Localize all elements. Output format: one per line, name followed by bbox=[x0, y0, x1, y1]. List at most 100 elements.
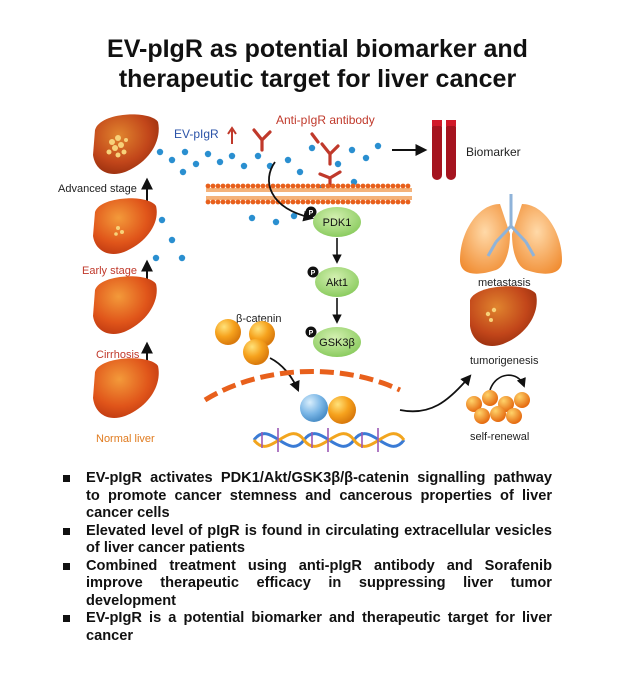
membrane-lipid-head bbox=[365, 183, 371, 189]
gsk3b-label: GSK3β bbox=[319, 337, 355, 349]
increase-arrow-icon bbox=[227, 126, 237, 144]
phospho-mark-gsk3b: P bbox=[309, 330, 314, 337]
membrane-lipid-head bbox=[400, 199, 406, 205]
diagram-title: EV-pIgR as potential biomarker and thera… bbox=[0, 34, 635, 94]
finding-item-4: EV-pIgR is a potential biomarker and the… bbox=[60, 610, 552, 645]
key-findings-list: EV-pIgR activates PDK1/Akt/GSK3β/β-caten… bbox=[60, 470, 552, 645]
membrane-lipid-head bbox=[215, 183, 221, 189]
stage-early-label: Early stage bbox=[82, 265, 137, 277]
phospho-mark-pdk1: P bbox=[309, 210, 314, 217]
finding-item-1: EV-pIgR activates PDK1/Akt/GSK3β/β-caten… bbox=[60, 470, 552, 523]
membrane-lipid-head bbox=[370, 199, 376, 205]
cell-membrane bbox=[205, 183, 412, 205]
membrane-lipid-head bbox=[285, 199, 291, 205]
membrane-lipid-head bbox=[245, 199, 251, 205]
membrane-lipid-head bbox=[305, 199, 311, 205]
membrane-lipid-head bbox=[375, 183, 381, 189]
liver-cirrhosis-icon bbox=[93, 276, 157, 335]
transcription-factor-icon bbox=[300, 394, 328, 422]
membrane-lipid-head bbox=[260, 199, 266, 205]
membrane-lipid-head bbox=[320, 183, 326, 189]
liver-normal-icon bbox=[93, 358, 159, 418]
membrane-lipid-head bbox=[350, 199, 356, 205]
pdk1-label: PDK1 bbox=[323, 217, 352, 229]
membrane-lipid-head bbox=[345, 199, 351, 205]
membrane-lipid-head bbox=[300, 199, 306, 205]
lungs-icon bbox=[460, 194, 562, 274]
membrane-lipid-head bbox=[230, 199, 236, 205]
membrane-lipid-head bbox=[310, 183, 316, 189]
membrane-lipid-head bbox=[405, 199, 411, 205]
beta-catenin-label: β-catenin bbox=[236, 313, 281, 325]
pathway-diagram: Advanced stage Early stage Cirrhosis Nor… bbox=[58, 113, 562, 452]
metastasis-label: metastasis bbox=[478, 277, 531, 289]
membrane-lipid-head bbox=[380, 199, 386, 205]
blood-tube-icon bbox=[432, 120, 456, 180]
nuclear-beta-catenin-icon bbox=[328, 396, 356, 424]
membrane-lipid-head bbox=[325, 199, 331, 205]
membrane-lipid-head bbox=[230, 183, 236, 189]
internalization-arrow bbox=[268, 161, 315, 222]
antibody-icons bbox=[252, 128, 342, 188]
membrane-lipid-head bbox=[330, 183, 336, 189]
ev-pigr-label: EV-pIgR bbox=[174, 127, 219, 141]
membrane-lipid-head bbox=[250, 199, 256, 205]
membrane-lipid-head bbox=[295, 199, 301, 205]
small-nodules-icon bbox=[114, 226, 124, 236]
membrane-lipid-head bbox=[355, 183, 361, 189]
membrane-lipid-head bbox=[260, 183, 266, 189]
akt1-label: Akt1 bbox=[326, 277, 348, 289]
stage-normal-label: Normal liver bbox=[96, 433, 155, 445]
membrane-lipid-head bbox=[220, 183, 226, 189]
membrane-lipid-head bbox=[240, 183, 246, 189]
membrane-lipid-head bbox=[280, 199, 286, 205]
membrane-lipid-head bbox=[365, 199, 371, 205]
membrane-lipid-head bbox=[325, 183, 331, 189]
membrane-lipid-head bbox=[340, 199, 346, 205]
dna-helix-icon bbox=[252, 428, 406, 452]
finding-item-2: Elevated level of pIgR is found in circu… bbox=[60, 523, 552, 558]
membrane-lipid-head bbox=[335, 183, 341, 189]
membrane-lipid-head bbox=[340, 183, 346, 189]
membrane-lipid-head bbox=[390, 183, 396, 189]
membrane-lipid-head bbox=[360, 199, 366, 205]
membrane-lipid-head bbox=[220, 199, 226, 205]
stage-advanced-label: Advanced stage bbox=[58, 183, 137, 195]
tumorigenesis-label: tumorigenesis bbox=[470, 355, 539, 367]
membrane-lipid-head bbox=[360, 183, 366, 189]
cell-cluster-icon bbox=[466, 390, 530, 424]
self-renewal-label: self-renewal bbox=[470, 431, 529, 443]
liver-advanced-icon bbox=[93, 114, 159, 175]
membrane-lipid-head bbox=[380, 183, 386, 189]
membrane-lipid-head bbox=[345, 183, 351, 189]
membrane-lipid-head bbox=[295, 183, 301, 189]
membrane-lipid-head bbox=[255, 183, 261, 189]
stage-cirrhosis-label: Cirrhosis bbox=[96, 349, 140, 361]
membrane-lipid-head bbox=[205, 199, 211, 205]
finding-item-3: Combined treatment using anti-pIgR antib… bbox=[60, 558, 552, 611]
membrane-lipid-head bbox=[280, 183, 286, 189]
membrane-lipid-head bbox=[385, 199, 391, 205]
membrane-lipid-head bbox=[265, 199, 271, 205]
membrane-lipid-head bbox=[370, 183, 376, 189]
node-pdk1: PDK1 P bbox=[305, 206, 361, 237]
membrane-lipid-head bbox=[385, 183, 391, 189]
membrane-lipid-head bbox=[355, 199, 361, 205]
membrane-lipid-head bbox=[285, 183, 291, 189]
liver-early-icon bbox=[93, 198, 157, 255]
membrane-lipid-head bbox=[290, 199, 296, 205]
membrane-lipid-head bbox=[390, 199, 396, 205]
membrane-lipid-head bbox=[315, 199, 321, 205]
membrane-lipid-head bbox=[250, 183, 256, 189]
title-line-2: therapeutic target for liver cancer bbox=[118, 65, 517, 93]
liver-progression: Advanced stage Early stage Cirrhosis Nor… bbox=[58, 114, 159, 445]
membrane-lipid-head bbox=[235, 183, 241, 189]
membrane-lipid-head bbox=[400, 183, 406, 189]
membrane-lipid-head bbox=[405, 183, 411, 189]
membrane-lipid-head bbox=[210, 199, 216, 205]
tumor-nodules-icon bbox=[106, 135, 128, 158]
membrane-lipid-head bbox=[255, 199, 261, 205]
membrane-lipid-head bbox=[290, 183, 296, 189]
membrane-lipid-head bbox=[395, 199, 401, 205]
node-akt1: Akt1 P bbox=[307, 266, 359, 297]
